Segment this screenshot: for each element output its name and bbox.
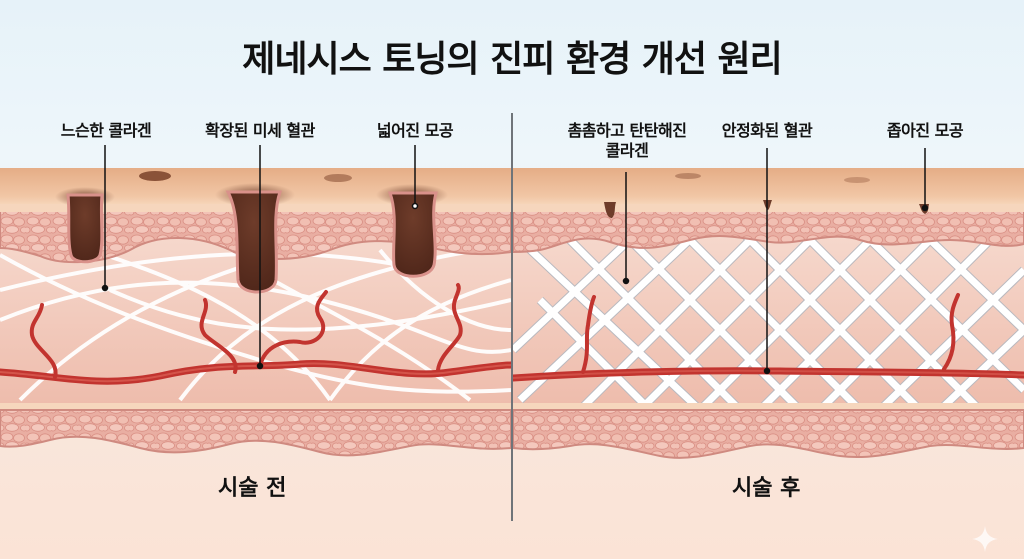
label-dense-collagen-line2: 콜라겐 — [605, 141, 649, 160]
label-narrowed-pores: 좁아진 모공 — [886, 121, 964, 140]
stabilized-vessels — [513, 293, 1024, 382]
narrowed-pores — [604, 173, 929, 218]
label-dilated-vessels: 확장된 미세 혈관 — [205, 121, 315, 140]
lower-cell-layer-after — [513, 409, 1024, 459]
label-stabilized-vessels: 안정화된 혈관 — [721, 121, 813, 140]
dilated-micro-vessels — [0, 283, 511, 385]
after-panel — [513, 173, 1024, 459]
caption-before: 시술 전 — [218, 476, 287, 501]
label-enlarged-pores: 넓어진 모공 — [376, 121, 454, 140]
label-loose-collagen: 느슨한 콜라겐 — [60, 121, 152, 140]
upper-cell-layer-after — [513, 209, 1024, 253]
before-after-divider — [511, 113, 513, 521]
before-panel — [0, 171, 511, 457]
sparkle-icon — [972, 526, 998, 552]
label-dense-collagen-line1: 촘촘하고 탄탄해진 — [567, 121, 687, 140]
page-title: 제네시스 토닝의 진피 환경 개선 원리 — [242, 39, 782, 80]
callout-lines — [101, 145, 929, 375]
enlarged-pores — [55, 171, 448, 294]
caption-after: 시술 후 — [732, 476, 801, 501]
lower-cell-layer — [0, 409, 511, 457]
